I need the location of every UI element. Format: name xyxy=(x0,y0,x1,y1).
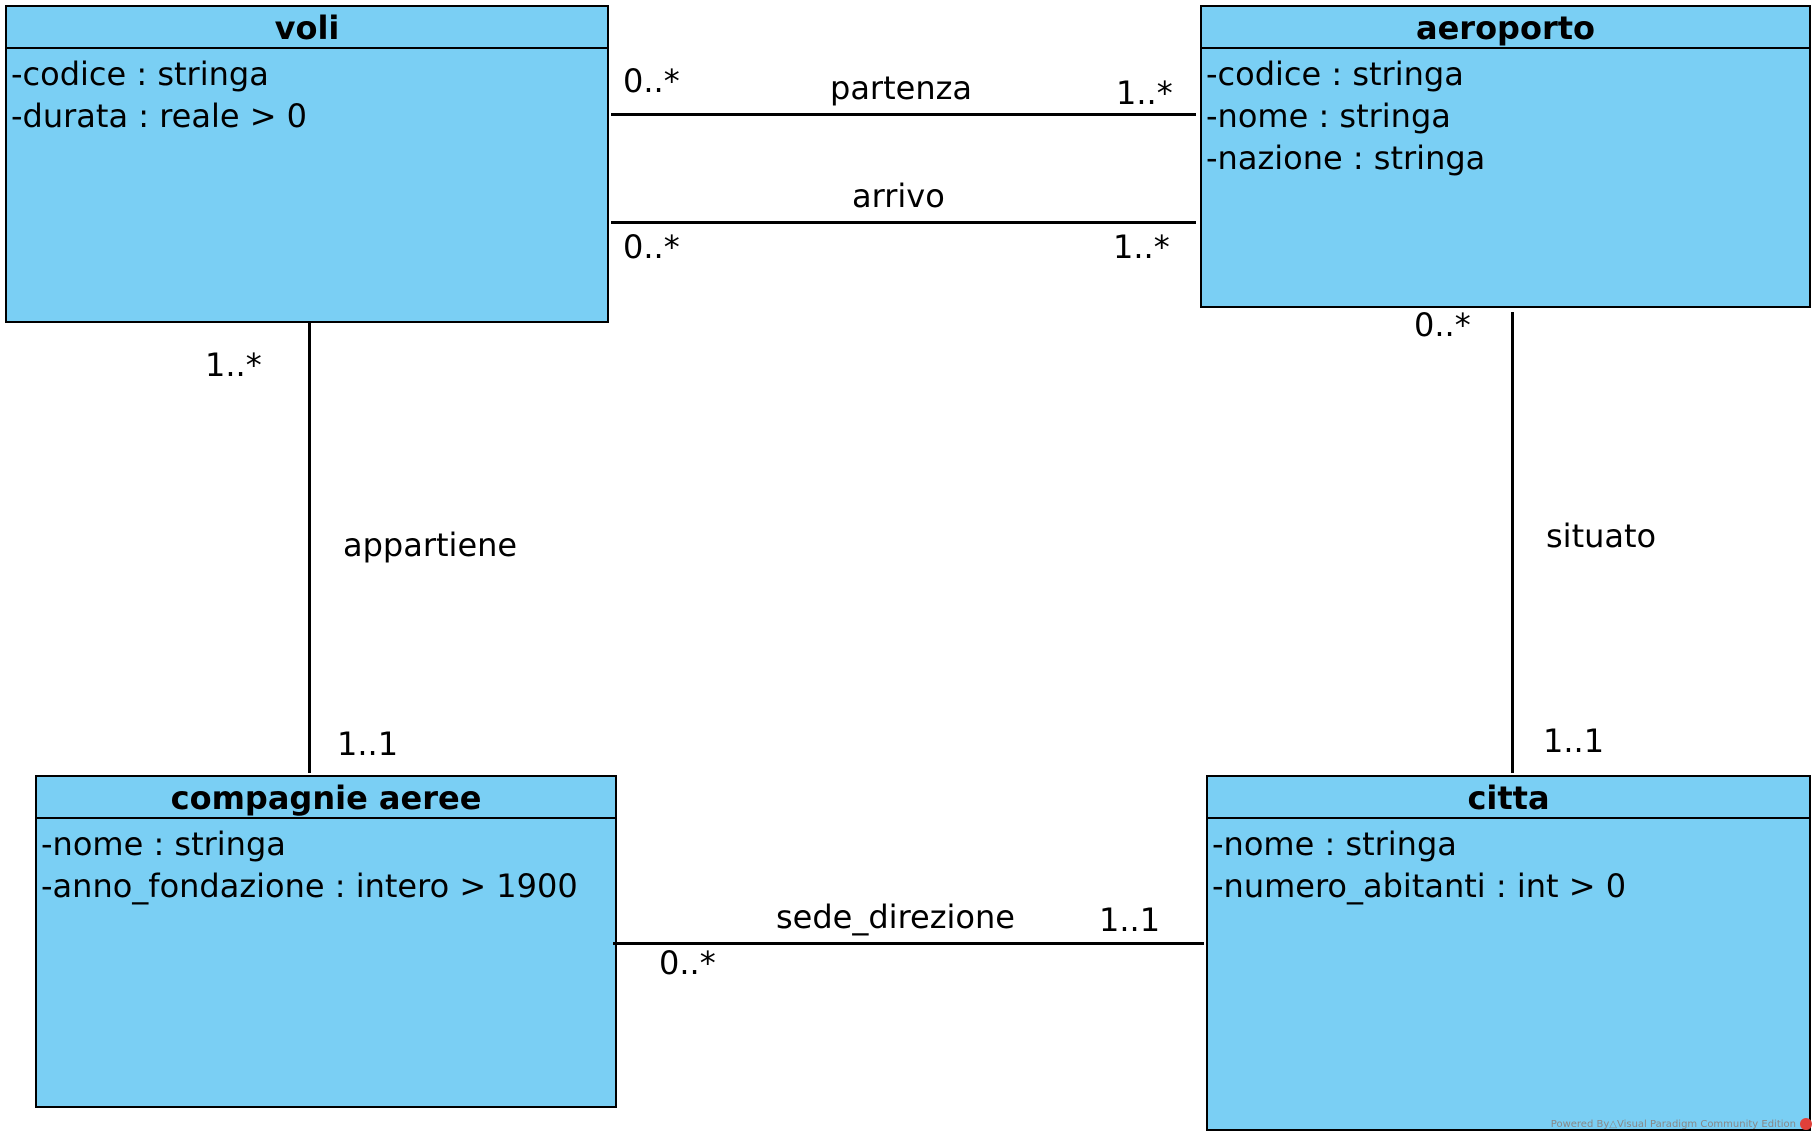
watermark: Powered By△Visual Paradigm Community Edi… xyxy=(1551,1118,1812,1130)
multiplicity-situato-citta: 1..1 xyxy=(1543,722,1605,760)
attribute-durata: -durata : reale > 0 xyxy=(11,97,308,135)
multiplicity-situato-aeroporto: 0..* xyxy=(1414,306,1471,344)
class-voli-title: voli xyxy=(7,7,607,49)
class-citta[interactable]: citta -nome : stringa -numero_abitanti :… xyxy=(1206,775,1811,1131)
attribute-nazione: -nazione : stringa xyxy=(1206,139,1486,177)
association-label-situato: situato xyxy=(1546,517,1657,555)
class-compagnie-aeree[interactable]: compagnie aeree -nome : stringa -anno_fo… xyxy=(35,775,617,1108)
multiplicity-sede-direzione-compagnie: 0..* xyxy=(659,944,716,982)
visual-paradigm-logo-icon xyxy=(1800,1118,1812,1130)
attribute-nome: -nome : stringa xyxy=(1212,825,1457,863)
association-line-arrivo[interactable] xyxy=(611,221,1196,224)
multiplicity-arrivo-voli: 0..* xyxy=(623,228,680,266)
attribute-anno-fondazione: -anno_fondazione : intero > 1900 xyxy=(41,867,578,905)
association-label-sede-direzione: sede_direzione xyxy=(776,898,1015,936)
class-citta-title: citta xyxy=(1208,777,1809,819)
multiplicity-sede-direzione-citta: 1..1 xyxy=(1099,901,1161,939)
class-voli-attributes: -codice : stringa -durata : reale > 0 xyxy=(7,49,607,137)
association-label-arrivo: arrivo xyxy=(852,177,945,215)
association-line-situato[interactable] xyxy=(1511,312,1514,773)
attribute-nome: -nome : stringa xyxy=(41,825,286,863)
attribute-codice: -codice : stringa xyxy=(1206,55,1464,93)
association-line-partenza[interactable] xyxy=(611,113,1196,116)
class-compagnie-aeree-title: compagnie aeree xyxy=(37,777,615,819)
multiplicity-partenza-aeroporto: 1..* xyxy=(1116,74,1173,112)
association-label-appartiene: appartiene xyxy=(343,526,518,564)
attribute-codice: -codice : stringa xyxy=(11,55,269,93)
attribute-nome: -nome : stringa xyxy=(1206,97,1451,135)
class-aeroporto[interactable]: aeroporto -codice : stringa -nome : stri… xyxy=(1200,5,1811,308)
association-label-partenza: partenza xyxy=(830,69,972,107)
class-voli[interactable]: voli -codice : stringa -durata : reale >… xyxy=(5,5,609,323)
class-citta-attributes: -nome : stringa -numero_abitanti : int >… xyxy=(1208,819,1809,907)
multiplicity-partenza-voli: 0..* xyxy=(623,62,680,100)
class-aeroporto-title: aeroporto xyxy=(1202,7,1809,49)
attribute-numero-abitanti: -numero_abitanti : int > 0 xyxy=(1212,867,1627,905)
association-line-appartiene[interactable] xyxy=(308,323,311,773)
association-line-sede-direzione[interactable] xyxy=(613,942,1204,945)
class-aeroporto-attributes: -codice : stringa -nome : stringa -nazio… xyxy=(1202,49,1809,179)
multiplicity-appartiene-compagnie: 1..1 xyxy=(337,725,399,763)
multiplicity-appartiene-voli: 1..* xyxy=(205,346,262,384)
watermark-text: Powered By△Visual Paradigm Community Edi… xyxy=(1550,1119,1796,1130)
multiplicity-arrivo-aeroporto: 1..* xyxy=(1113,228,1170,266)
class-compagnie-aeree-attributes: -nome : stringa -anno_fondazione : inter… xyxy=(37,819,615,907)
